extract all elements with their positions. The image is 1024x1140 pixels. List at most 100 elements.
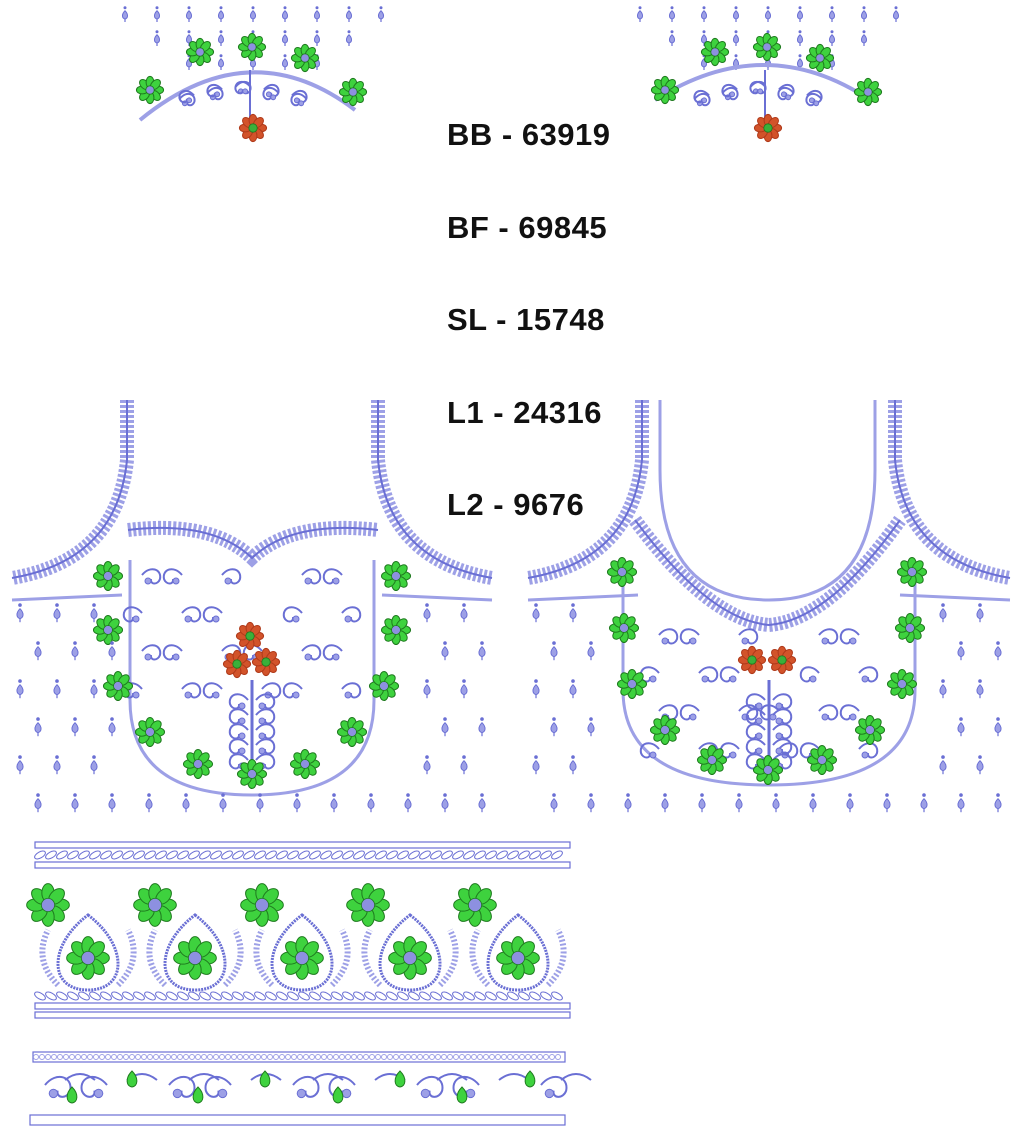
green-flower — [453, 883, 497, 927]
loop-stitch — [489, 1054, 495, 1060]
scroll-vine — [168, 1075, 196, 1098]
vine-arc — [560, 1073, 592, 1081]
scroll-vine — [772, 753, 793, 770]
drop-motif — [423, 603, 431, 623]
drop-dot — [425, 755, 429, 759]
drop-shape — [624, 797, 632, 810]
leaf-stitch — [254, 991, 266, 1001]
leaf-stitch — [496, 850, 508, 860]
loop-stitch — [195, 1054, 201, 1060]
red-flower — [767, 645, 797, 675]
leaf-stitch — [243, 850, 255, 860]
drop-dot — [18, 755, 22, 759]
drop-shape — [293, 797, 301, 810]
scroll-bud — [258, 717, 266, 725]
drop-shape — [939, 607, 947, 620]
flower-center — [897, 679, 907, 689]
drop-shape — [423, 607, 431, 620]
drop-shape — [532, 607, 540, 620]
drop-dot — [92, 755, 96, 759]
flower-center — [294, 951, 309, 966]
drop-dot — [369, 793, 373, 797]
drop-motif — [957, 641, 965, 661]
vine-arc — [188, 1073, 220, 1081]
drop-motif — [153, 30, 161, 46]
scroll-bud — [144, 577, 152, 585]
scroll-vine — [292, 1075, 320, 1098]
leaf-stitch — [551, 991, 563, 1001]
drop-dot — [552, 717, 556, 721]
loop-stitch — [405, 1054, 411, 1060]
drop-motif — [920, 793, 928, 813]
leaf-stitch — [298, 850, 310, 860]
green-flower — [185, 37, 215, 67]
drop-shape — [377, 10, 385, 20]
leaf-stitch — [133, 991, 145, 1001]
drop-motif — [441, 717, 449, 737]
scroll-bud — [729, 675, 737, 683]
scroll-vine — [141, 568, 162, 585]
drop-shape — [587, 797, 595, 810]
drop-dot — [811, 793, 815, 797]
scroll-vine — [255, 723, 276, 740]
scroll-bud — [344, 691, 352, 699]
drop-motif — [796, 6, 804, 22]
drop-dot — [798, 30, 802, 34]
leaf-stitch — [89, 850, 101, 860]
scroll-vine — [228, 723, 249, 740]
scroll-vine — [745, 693, 766, 710]
drop-motif — [53, 603, 61, 623]
drop-dot — [978, 603, 982, 607]
flower-center — [863, 87, 873, 97]
drop-motif — [53, 679, 61, 699]
drop-dot — [36, 793, 40, 797]
scroll-bud — [775, 702, 783, 710]
leaf-stitch — [177, 850, 189, 860]
leaf-stitch — [298, 991, 310, 1001]
vine-arc — [64, 1073, 96, 1081]
loop-stitch — [165, 1054, 171, 1060]
leaf-stitch — [485, 850, 497, 860]
drop-dot — [589, 641, 593, 645]
flower-center — [103, 625, 113, 635]
flower-center — [247, 42, 257, 52]
drop-dot — [283, 30, 287, 34]
scroll-bud — [93, 1088, 104, 1099]
loop-stitch — [387, 1054, 393, 1060]
loop-stitch — [375, 1054, 381, 1060]
loop-stitch — [81, 1054, 87, 1060]
drop-shape — [764, 10, 772, 20]
scroll-bud — [780, 91, 787, 98]
loop-stitch — [537, 1054, 543, 1060]
leaf-stitch — [320, 850, 332, 860]
paisley-outline — [56, 913, 120, 992]
loop-stitch — [423, 1054, 429, 1060]
border-rule — [32, 1051, 566, 1063]
drop-shape — [281, 58, 289, 68]
scroll-bud — [689, 637, 697, 645]
drop-motif — [71, 717, 79, 737]
drop-motif — [939, 603, 947, 623]
drop-motif — [423, 755, 431, 775]
scroll-vine — [694, 92, 711, 107]
drop-dot — [534, 603, 538, 607]
drop-shape — [957, 721, 965, 734]
green-drop — [259, 1070, 271, 1088]
drop-shape — [860, 34, 868, 44]
drop-motif — [569, 755, 577, 775]
loop-stitch — [429, 1054, 435, 1060]
drop-motif — [441, 793, 449, 813]
scroll-vine — [679, 704, 700, 721]
green-flower — [133, 883, 177, 927]
drop-dot — [379, 6, 383, 10]
loop-stitch — [117, 1054, 123, 1060]
drop-dot — [92, 679, 96, 683]
scroll-bud — [809, 675, 817, 683]
green-flower — [66, 936, 110, 980]
drop-dot — [996, 641, 1000, 645]
leaf-stitch — [309, 850, 321, 860]
leaf-stitch — [430, 850, 442, 860]
scroll-bud — [849, 637, 857, 645]
drop-shape — [698, 797, 706, 810]
drop-shape — [313, 34, 321, 44]
